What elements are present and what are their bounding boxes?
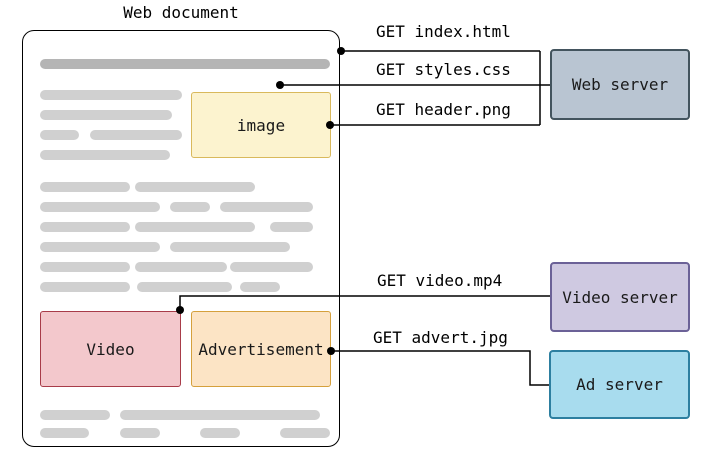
text-placeholder-bar [137,282,232,292]
text-placeholder-bar [40,59,330,69]
text-placeholder-bar [200,428,240,438]
text-placeholder-bar [280,428,330,438]
text-placeholder-bar [135,262,227,272]
text-placeholder-bar [40,90,182,100]
ad-server-label: Ad server [576,375,663,394]
web-server-box: Web server [550,49,690,120]
web-server-label: Web server [571,75,669,94]
text-placeholder-bar [40,202,160,212]
text-placeholder-bar [40,428,89,438]
video-server-box: Video server [550,262,690,332]
text-placeholder-bar [170,242,290,252]
video-box-label: Video [86,339,135,359]
request-label-styles-css: GET styles.css [376,60,511,79]
advertisement-box-label: Advertisement [198,339,324,359]
text-placeholder-bar [270,222,313,232]
text-placeholder-bar [40,410,110,420]
image-box-label: image [236,115,286,135]
text-placeholder-bar [230,262,313,272]
text-placeholder-bar [40,130,79,140]
text-placeholder-bar [40,150,170,160]
text-placeholder-bar [90,130,182,140]
request-label-advert-jpg: GET advert.jpg [373,328,508,347]
video-server-label: Video server [562,287,678,307]
image-box: image [191,92,331,158]
text-placeholder-bar [220,202,313,212]
text-placeholder-bar [120,428,160,438]
text-placeholder-bar [240,282,280,292]
request-label-video-mp4: GET video.mp4 [377,271,503,290]
text-placeholder-bar [40,242,160,252]
text-placeholder-bar [40,110,172,120]
diagram-title: Web document [123,3,239,22]
connector-advert-jpg-line [331,350,549,386]
text-placeholder-bar [135,222,255,232]
ad-server-box: Ad server [549,350,690,419]
text-placeholder-bar [120,410,320,420]
request-label-header-png: GET header.png [376,100,511,119]
request-label-index-html: GET index.html [376,22,511,41]
advertisement-box: Advertisement [191,311,331,387]
text-placeholder-bar [40,262,130,272]
text-placeholder-bar [40,222,130,232]
video-box: Video [40,311,181,387]
text-placeholder-bar [135,182,255,192]
text-placeholder-bar [40,182,130,192]
text-placeholder-bar [40,282,130,292]
text-placeholder-bar [170,202,210,212]
